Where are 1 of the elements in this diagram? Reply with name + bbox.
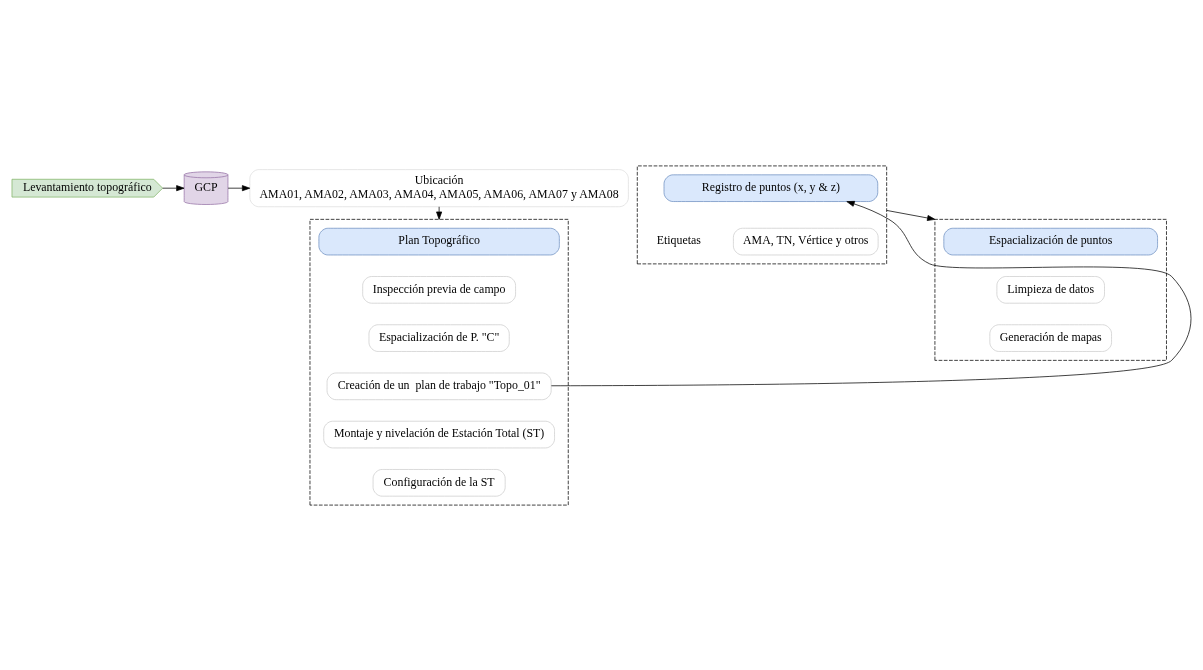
node-label: Etiquetas <box>656 232 701 247</box>
